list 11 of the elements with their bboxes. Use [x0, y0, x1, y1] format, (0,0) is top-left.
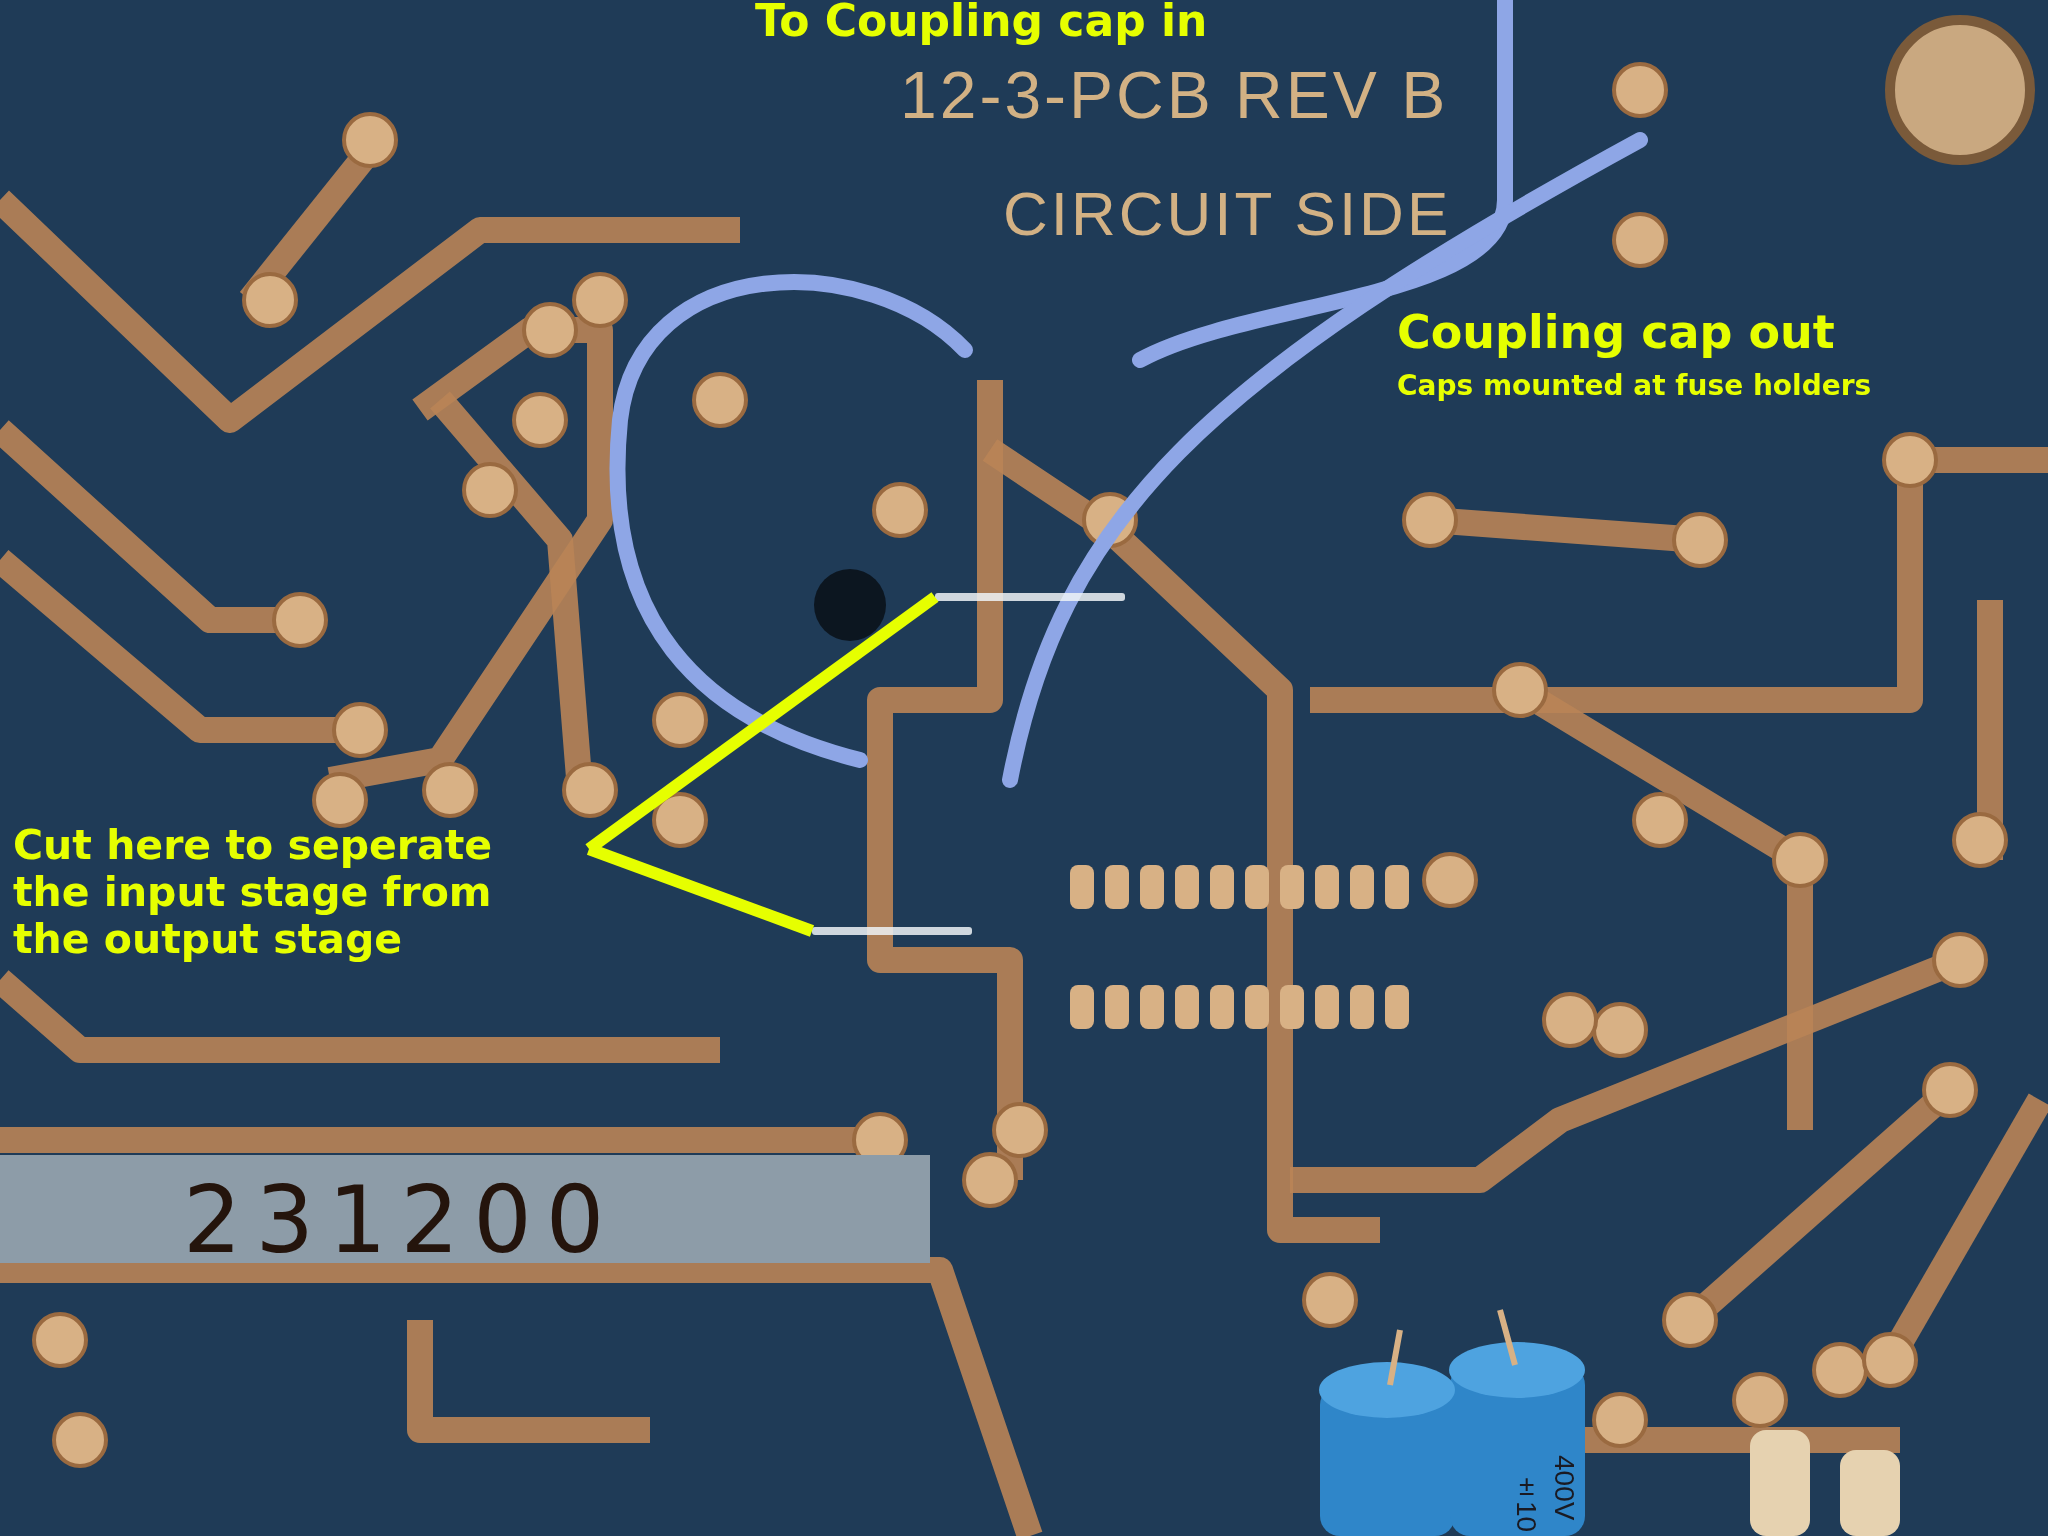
- annotation-text: Cut here to seperate the input stage from the output stage: [13, 822, 573, 964]
- annotation-text: To Coupling cap in: [755, 0, 1208, 47]
- component-marking: ±10: [1510, 1470, 1543, 1533]
- handwritten-number: 231200: [183, 1168, 619, 1274]
- annotation-text: Coupling cap out: [1397, 306, 1835, 359]
- component-marking: 400V: [1548, 1455, 1581, 1521]
- board-marking: CIRCUIT SIDE: [1003, 178, 1452, 250]
- cut-mark: [935, 593, 1125, 601]
- cut-mark: [812, 927, 972, 935]
- board-marking: 12-3-PCB REV B: [900, 58, 1449, 134]
- annotation-text: Caps mounted at fuse holders: [1397, 370, 1872, 403]
